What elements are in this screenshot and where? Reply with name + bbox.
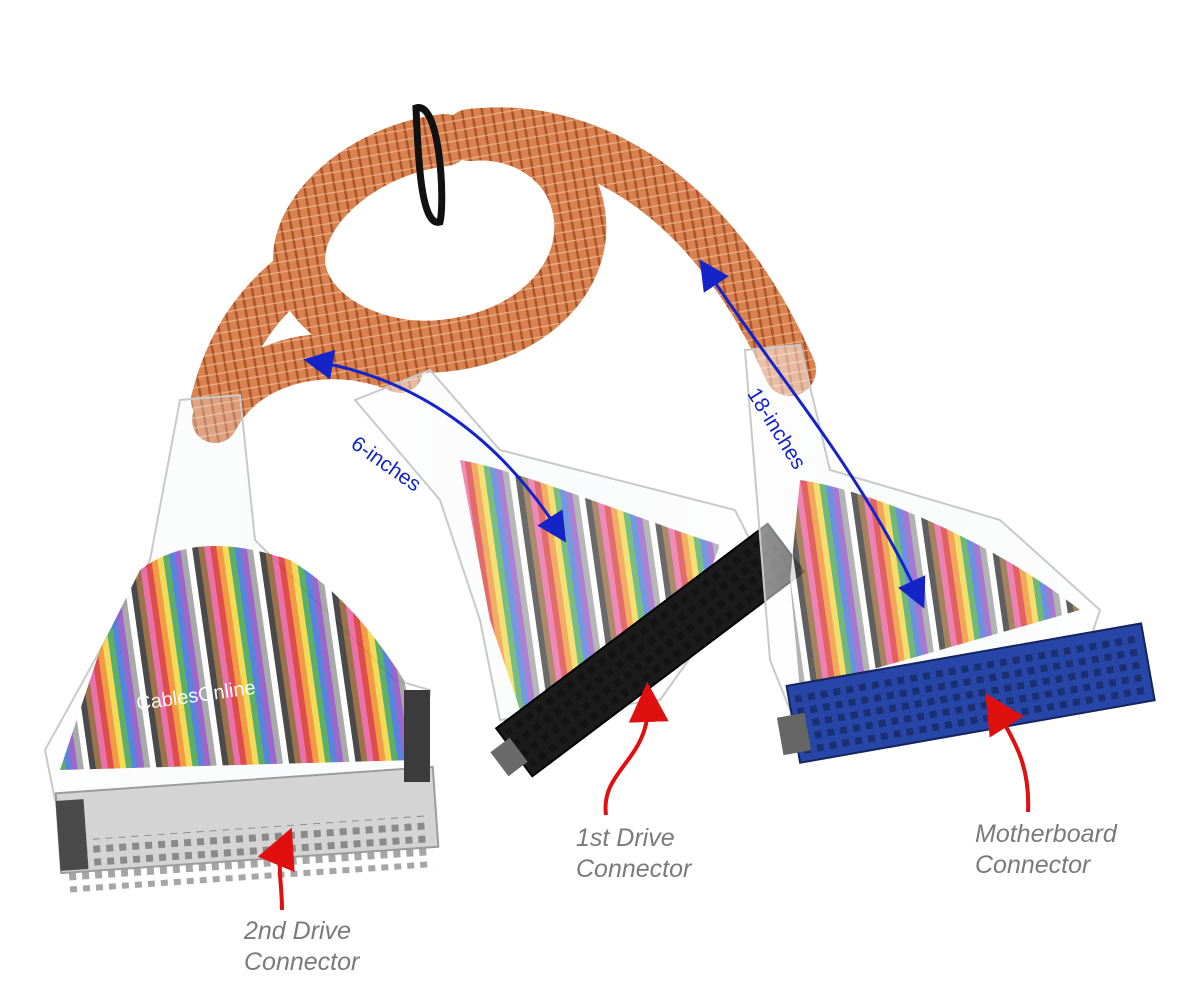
motherboard-connector-assembly xyxy=(743,343,1156,764)
eighteen-inch-dimension-arrow xyxy=(699,259,926,609)
first-drive-callout: 1st Drive Connector xyxy=(576,823,691,885)
motherboard-callout: Motherboard Connector xyxy=(975,819,1117,881)
six-inch-dimension-arrow xyxy=(303,349,567,543)
second-drive-callout: 2nd Drive Connector xyxy=(244,916,359,978)
first-drive-line1: 1st Drive xyxy=(576,824,675,852)
second-drive-callout-arrow xyxy=(257,827,295,911)
second-drive-connector-assembly xyxy=(43,393,440,893)
first-drive-callout-arrow xyxy=(603,682,669,816)
first-drive-line2: Connector xyxy=(576,855,692,883)
motherboard-line2: Connector xyxy=(975,851,1091,879)
motherboard-callout-arrow xyxy=(985,693,1031,813)
second-drive-line1: 2nd Drive xyxy=(244,917,351,945)
motherboard-line1: Motherboard xyxy=(975,820,1117,848)
second-drive-line2: Connector xyxy=(244,948,360,976)
braided-cable xyxy=(191,107,816,443)
cable-tie xyxy=(412,104,446,226)
